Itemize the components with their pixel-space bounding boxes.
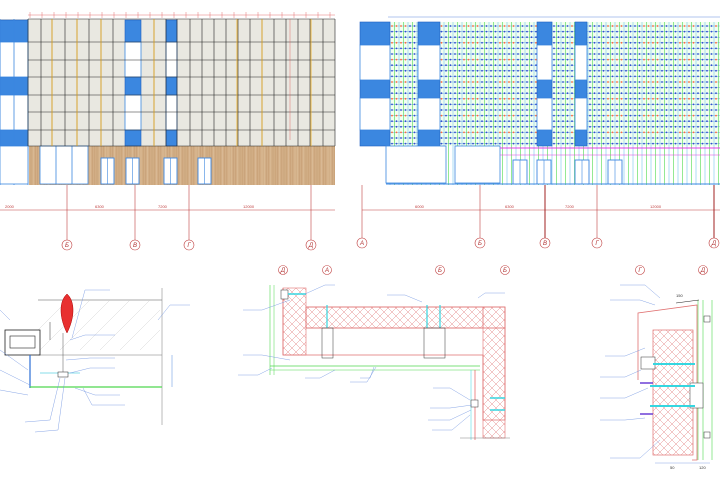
axis-label: Д [280,268,286,274]
glass-spandrel [574,21,588,46]
detail-section-parapet: Г Д 150 50 120 [600,265,713,470]
window [417,97,441,131]
glass-spandrel [417,79,441,99]
axis-marker: Г [591,185,603,249]
insulation-layer [305,306,506,329]
glass-spandrel [165,76,178,96]
dimension-label: 7200 [565,204,575,209]
glass-spandrel [359,21,391,46]
glass-spandrel [359,79,391,99]
insulation-layer [652,329,694,456]
axis-marker: Г [183,185,195,251]
detail-section-corner-plan: Д А Б Б [238,265,510,440]
axis-label: Г [638,268,642,274]
axis-marker: Г [635,265,645,275]
axis-marker: Б [61,185,73,251]
axis-dimension-line-left: 2000 6300 7200 12000 Б В Г Д [0,185,335,251]
axis-marker: А [322,265,332,275]
axis-marker: Б [435,265,445,275]
dimension-label: 12000 [650,204,662,209]
axis-marker: В [129,185,141,251]
dimension-label: 6300 [95,204,105,209]
detail-section-window-sill [0,288,190,433]
window [574,44,588,81]
dimension-label: 6000 [415,204,425,209]
dimension-label: 7200 [158,204,168,209]
facade-elevation-right [359,16,720,185]
axis-label: Д [308,243,314,249]
axis-marker: Б [500,265,510,275]
axis-label: В [133,243,137,249]
storefront-glazing [454,145,501,184]
window [124,94,142,131]
axis-marker: Б [474,185,486,249]
axis-label: Г [187,243,191,249]
window [165,41,178,78]
glass-spandrel [536,79,553,99]
leader-lines [0,289,190,433]
glass-spandrel [536,21,553,46]
axis-marker: Д [708,185,720,249]
axis-label: Г [595,241,599,247]
axis-label: Д [700,268,706,274]
glass-spandrel [417,129,441,147]
window [165,94,178,131]
axis-label: Д [711,241,717,247]
dimension-label: 120 [699,465,706,470]
axis-dimension-line-right: 6000 6300 7200 12000 А Б В Г Д [356,185,720,249]
dimension-label: 12000 [243,204,255,209]
anchor-dowel-icon [60,293,74,334]
window [359,44,391,81]
window [574,97,588,131]
axis-marker: Д [698,265,708,275]
leader-lines [238,284,505,431]
dimension-label: 50 [670,465,675,470]
axis-label: Б [503,268,507,274]
window [359,97,391,131]
glass-spandrel [124,19,142,43]
glass-spandrel [165,129,178,147]
dimension-label: 150 [676,293,683,298]
bracket-profile [423,327,446,359]
glass-spandrel [417,21,441,46]
window [536,97,553,131]
axis-marker: В [539,185,551,249]
concrete-hatch [37,299,161,351]
axis-label: Б [438,268,442,274]
storefront-glazing [0,145,29,185]
glass-spandrel [124,129,142,147]
dimension-label: 6300 [505,204,515,209]
axis-marker: Д [278,265,288,275]
storefront-glazing [385,145,447,184]
window-frame-profile [4,329,41,356]
axis-marker: Д [305,185,317,251]
window [417,44,441,81]
glass-spandrel [536,129,553,147]
glass-spandrel [574,129,588,147]
window [536,44,553,81]
bracket-profile [321,327,334,359]
glass-spandrel [124,76,142,96]
storefront-glazing [39,145,89,185]
leader-lines [600,284,661,459]
glass-spandrel [359,129,391,147]
facade-elevation-left [0,12,336,185]
axis-label: В [543,241,547,247]
axis-label: Б [65,243,69,249]
bracket-profile [57,371,69,378]
dimension-label: 2000 [5,204,15,209]
axis-marker: А [356,185,368,249]
axis-label: А [324,268,329,274]
window [124,41,142,78]
glass-spandrel [574,79,588,99]
axis-label: А [359,241,364,247]
glass-spandrel [165,19,178,43]
axis-label: Б [478,241,482,247]
